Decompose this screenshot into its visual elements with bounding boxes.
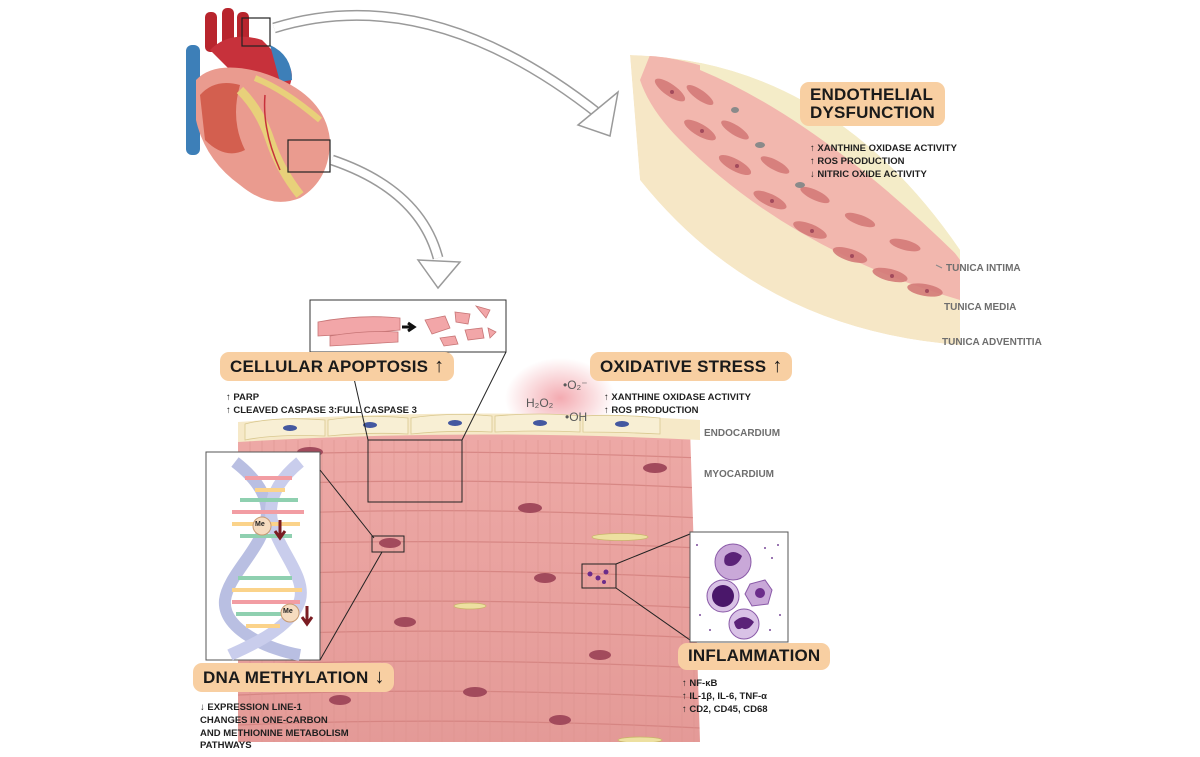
apoptosis-title: CELLULAR APOPTOSIS bbox=[230, 357, 429, 376]
apoptosis-inset bbox=[309, 299, 507, 503]
hydroxyl-label: •OH bbox=[565, 410, 588, 424]
dna-inset bbox=[205, 451, 405, 661]
oxidative-title: OXIDATIVE STRESS bbox=[600, 357, 767, 376]
methylation-item: CHANGES IN ONE-CARBON bbox=[200, 714, 328, 726]
tunica-adventitia-label: TUNICA ADVENTITIA bbox=[942, 337, 1042, 348]
inflammation-title: INFLAMMATION bbox=[688, 646, 821, 665]
methylation-title: DNA METHYLATION bbox=[203, 668, 369, 687]
methylation-item: ↓ EXPRESSION LINE-1 bbox=[200, 702, 302, 713]
oxidative-item: ↑ XANTHINE OXIDASE ACTIVITY bbox=[604, 392, 751, 403]
heart-illustration bbox=[186, 8, 331, 202]
endothelial-dysfunction-label: ENDOTHELIAL DYSFUNCTION bbox=[800, 82, 945, 126]
me-label-2: Me bbox=[283, 608, 293, 615]
tunica-media-label: TUNICA MEDIA bbox=[944, 302, 1017, 313]
superoxide-label: •O₂⁻ bbox=[563, 378, 588, 392]
methylation-item: PATHWAYS bbox=[200, 740, 252, 752]
peroxide-label: H₂O₂ bbox=[526, 396, 554, 410]
methylation-items: ↓ EXPRESSION LINE-1 CHANGES IN ONE-CARBO… bbox=[200, 702, 349, 753]
myocardium-label: MYOCARDIUM bbox=[704, 469, 774, 480]
apoptosis-items: ↑ PARP ↑ CLEAVED CASPASE 3:FULL CASPASE … bbox=[226, 392, 417, 418]
oxidative-items: ↑ XANTHINE OXIDASE ACTIVITY ↑ ROS PRODUC… bbox=[604, 392, 751, 418]
endothelial-item: ↓ NITRIC OXIDE ACTIVITY bbox=[810, 168, 927, 180]
endothelial-title-2: DYSFUNCTION bbox=[810, 102, 935, 122]
apoptosis-item: ↑ PARP bbox=[226, 392, 260, 403]
endothelial-title-1: ENDOTHELIAL bbox=[810, 85, 934, 104]
inflammation-label: INFLAMMATION bbox=[678, 643, 831, 670]
oxidative-stress-label: OXIDATIVE STRESS ↑ bbox=[590, 352, 793, 381]
inflammation-item: ↑ CD2, CD45, CD68 bbox=[682, 703, 768, 715]
endothelial-items: ↑ XANTHINE OXIDASE ACTIVITY ↑ ROS PRODUC… bbox=[810, 143, 957, 181]
tunica-intima-label: TUNICA INTIMA bbox=[946, 263, 1021, 274]
inflammation-inset bbox=[581, 531, 789, 643]
up-arrow-icon: ↑ bbox=[434, 355, 445, 377]
endocardium-label: ENDOCARDIUM bbox=[704, 428, 781, 439]
up-arrow-icon: ↑ bbox=[772, 355, 783, 377]
arrow-to-tissue bbox=[330, 154, 462, 290]
apoptosis-item: ↑ CLEAVED CASPASE 3:FULL CASPASE 3 bbox=[226, 404, 417, 416]
down-arrow-icon: ↓ bbox=[374, 666, 385, 688]
methylation-item: AND METHIONINE METABOLISM bbox=[200, 727, 349, 739]
inflammation-item: ↑ NF-κB bbox=[682, 678, 718, 689]
arrow-to-vessel bbox=[272, 9, 620, 137]
oxidative-item: ↑ ROS PRODUCTION bbox=[604, 404, 699, 416]
endothelial-item: ↑ ROS PRODUCTION bbox=[810, 155, 905, 167]
inflammation-items: ↑ NF-κB ↑ IL-1β, IL-6, TNF-α ↑ CD2, CD45… bbox=[682, 678, 768, 716]
endothelial-item: ↑ XANTHINE OXIDASE ACTIVITY bbox=[810, 143, 957, 154]
cellular-apoptosis-label: CELLULAR APOPTOSIS ↑ bbox=[220, 352, 455, 381]
dna-methylation-label: DNA METHYLATION ↓ bbox=[193, 663, 395, 692]
me-label-1: Me bbox=[255, 521, 265, 528]
endocardium-layer bbox=[238, 413, 700, 442]
inflammation-item: ↑ IL-1β, IL-6, TNF-α bbox=[682, 690, 767, 702]
